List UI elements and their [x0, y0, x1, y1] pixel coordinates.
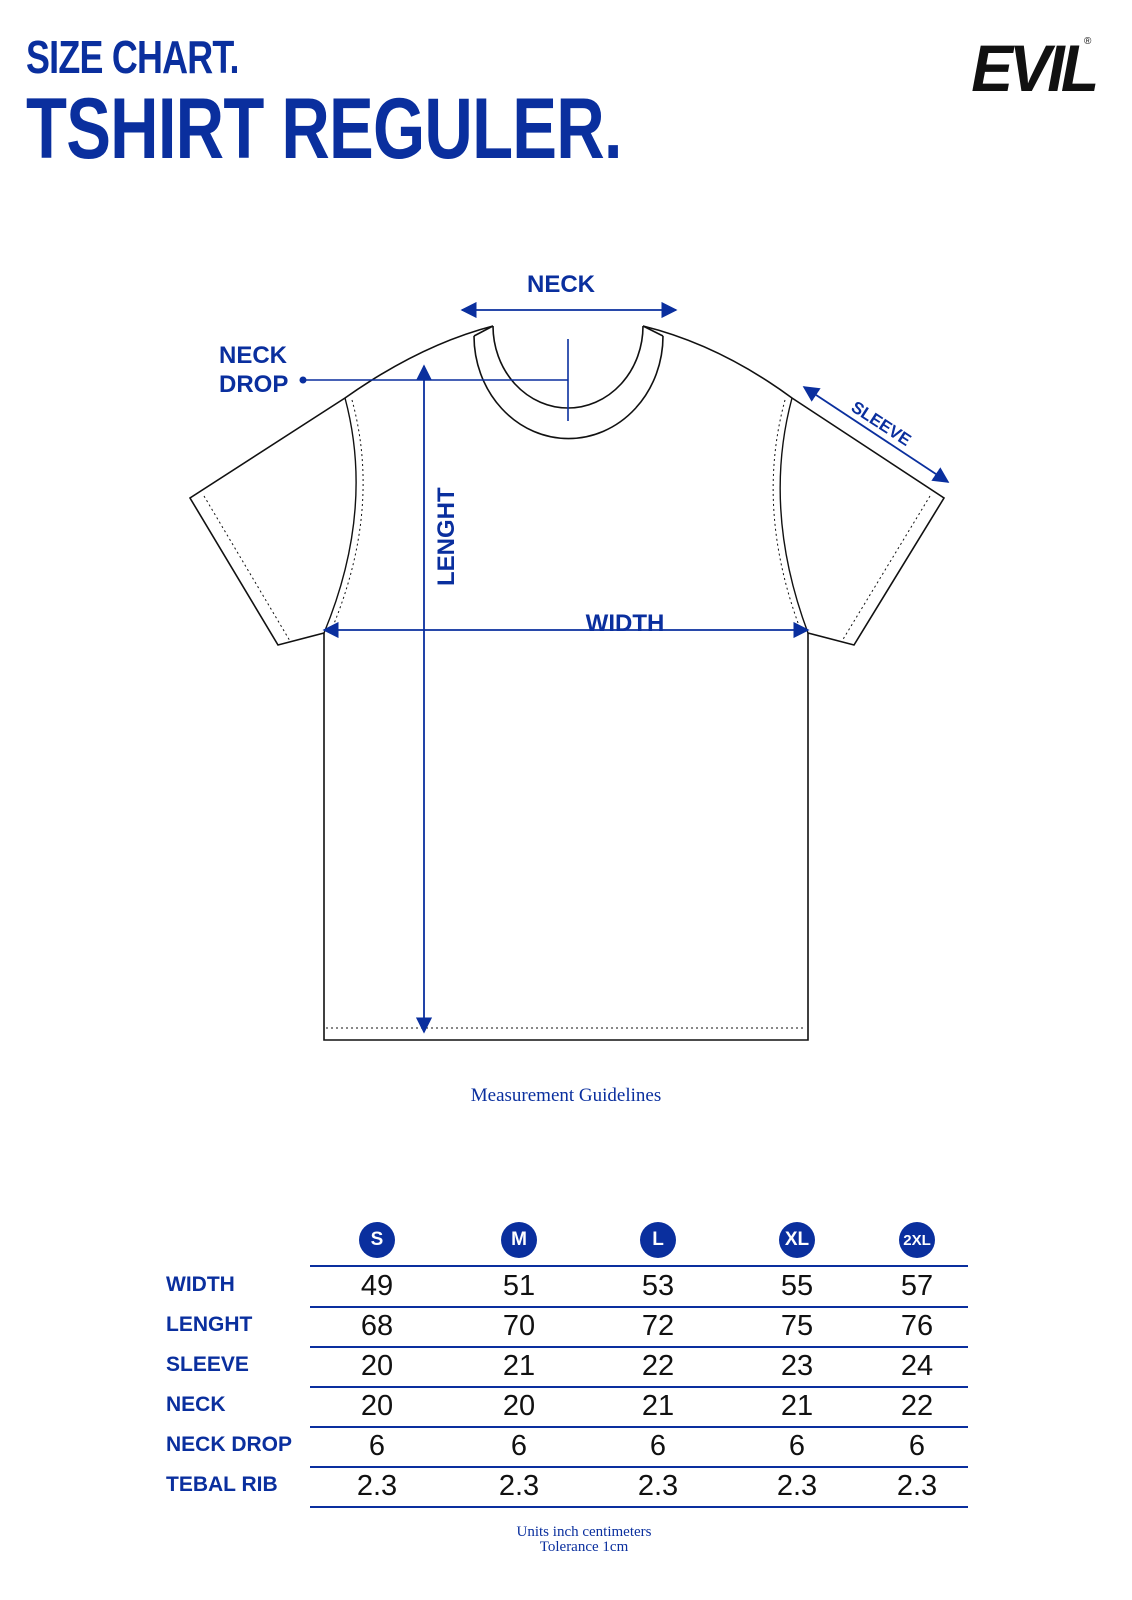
table-cell: 21 [780, 1390, 814, 1422]
width-label: WIDTH [586, 610, 665, 637]
table-cell: 22 [641, 1350, 675, 1382]
table-cell: 2.3 [356, 1470, 398, 1502]
table-cell: 2.3 [896, 1470, 938, 1502]
title-size-chart: SIZE CHART. [26, 31, 239, 83]
table-cell: 23 [780, 1350, 814, 1382]
table-cell: 49 [360, 1270, 394, 1302]
table-cell: 20 [502, 1390, 536, 1422]
left-armhole-seam [323, 397, 357, 634]
table-rule [310, 1506, 968, 1508]
size-badge-m: M [501, 1222, 537, 1258]
size-badge-s: S [359, 1222, 395, 1258]
row-label-sleeve: SLEEVE [166, 1353, 249, 1376]
row-label-width: WIDTH [166, 1273, 235, 1296]
table-cell: 6 [908, 1430, 926, 1462]
row-label-length: LENGHT [166, 1313, 253, 1336]
neck-label: NECK [527, 271, 596, 298]
table-cell: 6 [510, 1430, 528, 1462]
table-cell: 57 [900, 1270, 934, 1302]
table-cell: 70 [502, 1310, 536, 1342]
table-cell: 55 [780, 1270, 814, 1302]
table-cell: 20 [360, 1350, 394, 1382]
table-rule [310, 1346, 968, 1348]
table-rule [310, 1386, 968, 1388]
neck-drop-label-1: NECK [219, 342, 288, 369]
sleeve-measure-arrow [802, 386, 950, 483]
row-label-tebal-rib: TEBAL RIB [166, 1473, 278, 1496]
table-cell: 53 [641, 1270, 675, 1302]
tshirt-outline [188, 325, 946, 1041]
table-cell: 51 [502, 1270, 536, 1302]
size-badge-xl: XL [779, 1222, 815, 1258]
size-badge-2xl: 2XL [899, 1222, 935, 1258]
registered-mark: ® [1084, 36, 1092, 47]
row-label-neck: NECK [166, 1393, 226, 1416]
size-badge-l: L [640, 1222, 676, 1258]
table-cell: 6 [788, 1430, 806, 1462]
brand-logo: EVIL [971, 31, 1099, 105]
row-label-neck-drop: NECK DROP [166, 1433, 293, 1456]
table-cell: 20 [360, 1390, 394, 1422]
tshirt-diagram: NECK NECK DROP SLEEVE LENGHT WIDTH [188, 271, 950, 1041]
table-rule [310, 1306, 968, 1308]
table-cell: 6 [649, 1430, 667, 1462]
table-rule [310, 1265, 968, 1267]
measurement-guidelines-caption: Measurement Guidelines [470, 1085, 662, 1106]
right-armhole-seam [779, 397, 809, 634]
table-cell: 2.3 [776, 1470, 818, 1502]
units-footnote: Units inch centimeters [516, 1524, 652, 1540]
table-cell: 68 [360, 1310, 394, 1342]
table-rule [310, 1426, 968, 1428]
table-cell: 72 [641, 1310, 675, 1342]
table-cell: 21 [502, 1350, 536, 1382]
table-cell: 24 [900, 1350, 934, 1382]
table-cell: 75 [780, 1310, 814, 1342]
length-label: LENGHT [433, 487, 460, 586]
table-cell: 76 [900, 1310, 934, 1342]
table-cell: 2.3 [498, 1470, 540, 1502]
table-cell: 22 [900, 1390, 934, 1422]
neck-collar [473, 335, 664, 440]
table-cell: 2.3 [637, 1470, 679, 1502]
table-cell: 21 [641, 1390, 675, 1422]
table-cell: 6 [368, 1430, 386, 1462]
tolerance-footnote: Tolerance 1cm [539, 1539, 629, 1555]
neck-drop-label-2: DROP [219, 371, 288, 398]
title-product: TSHIRT REGULER. [26, 81, 623, 177]
table-rule [310, 1466, 968, 1468]
